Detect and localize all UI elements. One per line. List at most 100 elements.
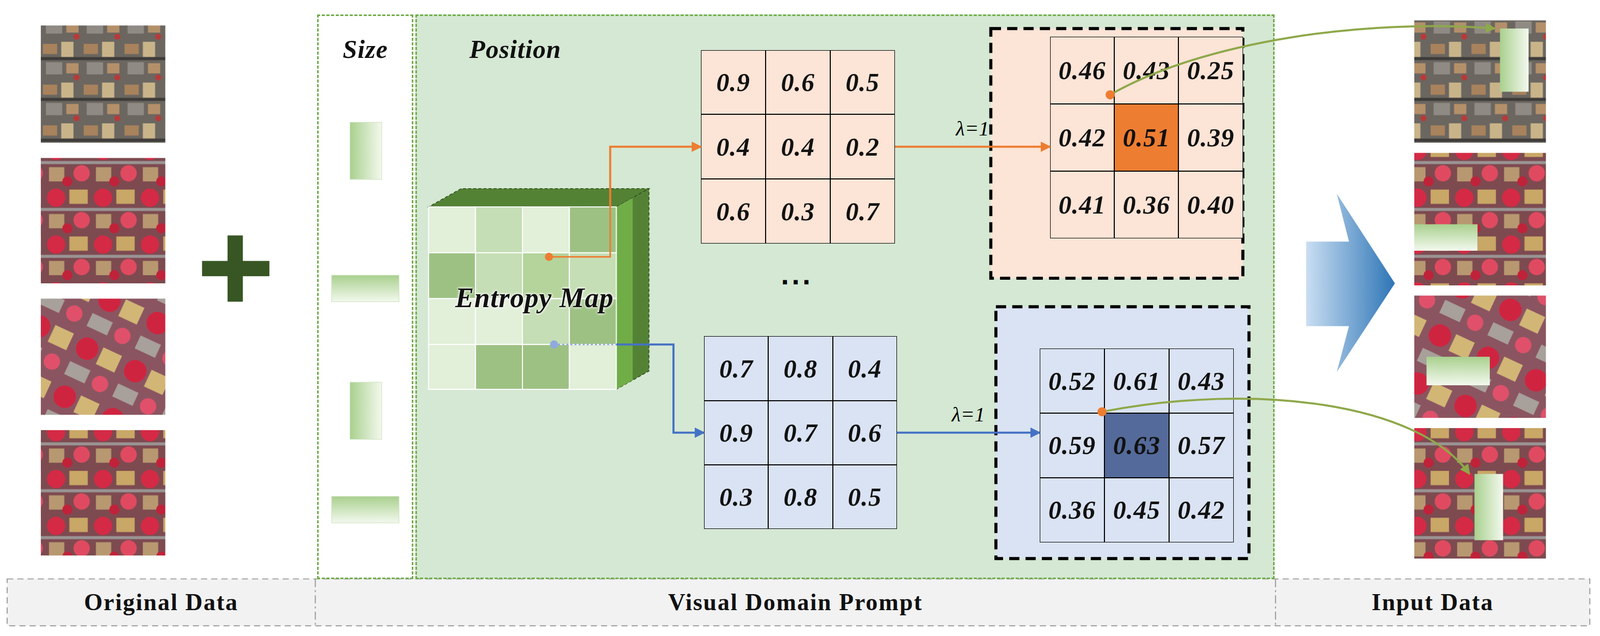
cell-value: 0.5 xyxy=(847,482,882,513)
grid-cell: 0.5 xyxy=(830,50,895,115)
grid-cell: 0.6 xyxy=(832,400,897,466)
grid-cell: 0.43 xyxy=(1169,348,1234,414)
selected-window xyxy=(990,28,1243,279)
cell-value: 0.61 xyxy=(1113,366,1161,397)
cell-value: 0.6 xyxy=(781,67,816,98)
prompt-block xyxy=(1474,474,1503,541)
sample-dot xyxy=(549,340,559,349)
section-label-box: Original Data xyxy=(7,579,316,627)
cell-value: 0.59 xyxy=(1048,430,1097,461)
aerial-photo xyxy=(1414,20,1546,143)
position-fill xyxy=(415,14,1275,580)
plus-bar xyxy=(202,261,270,277)
panel-heading: Size xyxy=(318,34,412,65)
aerial-photo xyxy=(40,430,166,556)
cell-value: 0.4 xyxy=(781,131,816,162)
grid-cell: 0.42 xyxy=(1050,103,1115,172)
flow-arrow xyxy=(896,431,1040,435)
grid-cell: 0.4 xyxy=(832,336,897,401)
cell-value: 0.7 xyxy=(719,353,754,384)
aerial-photo xyxy=(1414,153,1546,286)
cell-value: 0.40 xyxy=(1187,189,1235,220)
grid-cell: 0.42 xyxy=(1169,477,1234,543)
cell-value: 0.63 xyxy=(1113,430,1161,461)
grid-cell: 0.43 xyxy=(1114,36,1179,104)
grid-cell: 0.25 xyxy=(1178,36,1243,104)
section-label: Input Data xyxy=(1371,588,1494,617)
entropy-map: Entropy Map xyxy=(428,206,617,390)
cell-value: 0.6 xyxy=(847,417,882,448)
grid-cell: 0.51 xyxy=(1114,103,1179,172)
cell-value: 0.36 xyxy=(1048,495,1097,526)
cell-value: 0.9 xyxy=(719,417,754,448)
size-block xyxy=(331,496,399,523)
cell-value: 0.8 xyxy=(783,482,818,513)
cell-value: 0.4 xyxy=(847,353,882,384)
cube-side xyxy=(616,188,649,390)
grid-cell: 0.36 xyxy=(1114,171,1179,239)
grid-cell: 0.36 xyxy=(1039,477,1105,543)
grid-cell: 0.2 xyxy=(830,114,895,179)
panel-heading: Position xyxy=(469,34,561,65)
flow-arrow xyxy=(616,344,705,433)
ellipsis-label: ... xyxy=(780,263,813,290)
grid-cell: 0.3 xyxy=(704,465,769,530)
grid-cell: 0.59 xyxy=(1039,413,1105,478)
sample-dot xyxy=(1097,407,1108,417)
section-label: Visual Domain Prompt xyxy=(667,588,923,617)
band-divider xyxy=(315,579,317,627)
grid-cell: 0.52 xyxy=(1039,348,1105,414)
cell-value: 0.43 xyxy=(1122,55,1171,86)
cell-value: 0.45 xyxy=(1113,495,1161,526)
edge-label: λ=1 xyxy=(955,116,990,141)
grid-cell: 0.63 xyxy=(1104,413,1170,478)
placement-arrow xyxy=(1101,398,1470,475)
cell-value: 0.3 xyxy=(719,482,754,513)
cell-value: 0.8 xyxy=(783,353,818,384)
band-divider xyxy=(1275,579,1277,627)
placement-arrow xyxy=(1110,26,1495,96)
cell-value: 0.7 xyxy=(845,196,880,227)
grid-cell: 0.6 xyxy=(765,50,831,115)
grid-cell: 0.6 xyxy=(700,178,766,244)
grid-cell: 0.7 xyxy=(830,178,895,244)
grid-cell: 0.7 xyxy=(768,400,833,466)
original-photos xyxy=(40,25,166,556)
size-shapes xyxy=(331,122,399,524)
sample-dot xyxy=(544,252,553,262)
cell-value: 0.46 xyxy=(1058,55,1106,86)
grid-cell: 0.3 xyxy=(765,178,831,244)
cube-top xyxy=(428,188,649,207)
grid-cell: 0.57 xyxy=(1169,413,1234,478)
grid-cell: 0.8 xyxy=(768,336,833,401)
cell-value: 0.9 xyxy=(716,67,751,98)
cube-slab xyxy=(616,197,633,390)
cell-value: 0.41 xyxy=(1058,189,1106,220)
dashed-panel: Size xyxy=(317,14,413,580)
grid-cell: 0.61 xyxy=(1104,348,1170,414)
cell-value: 0.2 xyxy=(845,131,880,162)
grid-cell: 0.46 xyxy=(1050,36,1115,104)
big-arrow xyxy=(1306,193,1396,373)
flow-arrow xyxy=(610,146,702,207)
cell-value: 0.42 xyxy=(1177,495,1226,526)
cell-value: 0.57 xyxy=(1177,430,1226,461)
plus-bar xyxy=(227,235,244,302)
size-block xyxy=(331,275,399,302)
entropy-cube xyxy=(428,188,649,390)
grid-cell: 0.9 xyxy=(704,400,769,466)
section-label-box: Input Data xyxy=(1275,579,1591,627)
position-panel: PositionEntropy Map 0.9 0.6 0.5 0.4 0.4 0.2 0.6… xyxy=(415,14,1275,580)
cell-value: 0.39 xyxy=(1187,122,1235,153)
aerial-photo xyxy=(40,25,166,143)
prompt-block xyxy=(1500,28,1529,92)
map-label: Entropy Map xyxy=(455,281,590,316)
bottom-band xyxy=(7,579,1590,627)
inner-link xyxy=(554,344,617,346)
grid-cell: 0.4 xyxy=(700,114,766,179)
cell-value: 0.52 xyxy=(1048,366,1097,397)
cell-value: 0.6 xyxy=(716,196,751,227)
grid-cell: 0.9 xyxy=(700,50,766,115)
grid-cell: 0.7 xyxy=(704,336,769,401)
